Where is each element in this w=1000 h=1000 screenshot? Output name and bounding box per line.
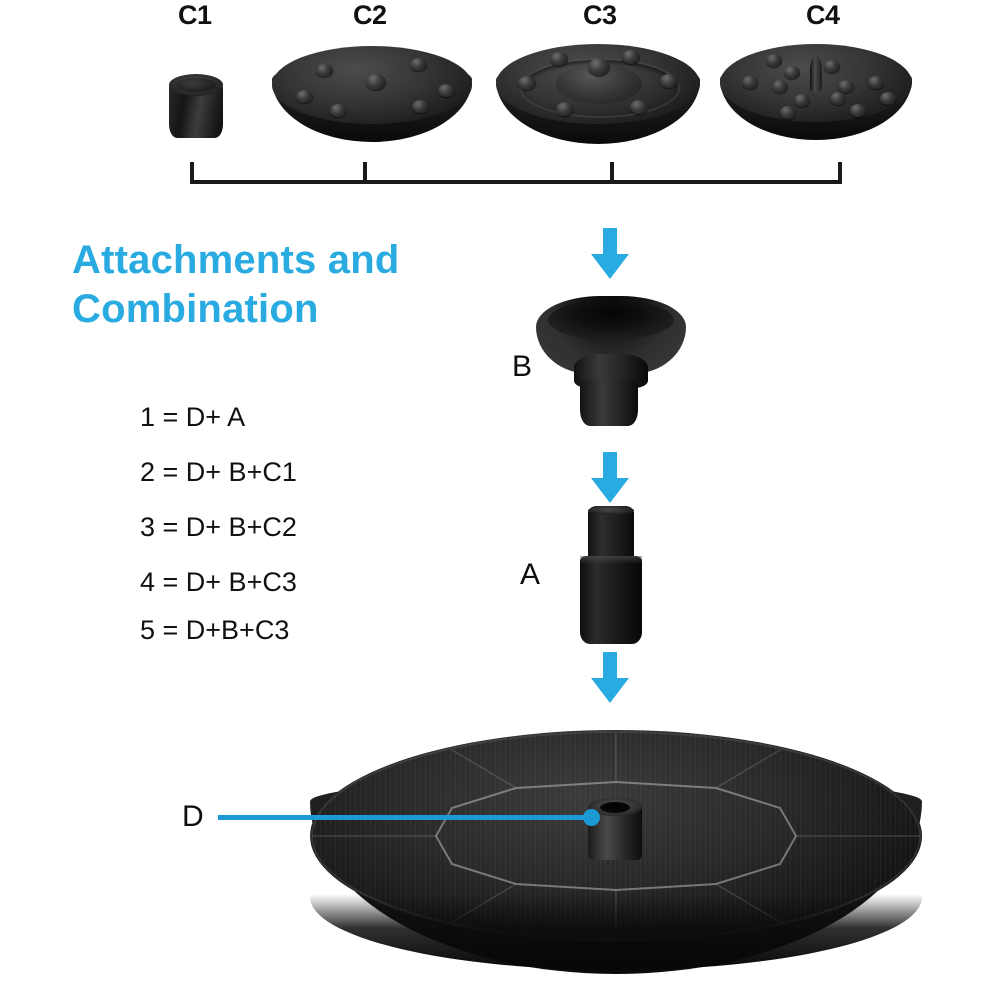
combination-list: 1 = D+ A 2 = D+ B+C1 3 = D+ B+C2 4 = D+ … — [140, 404, 400, 644]
nozzle — [660, 74, 678, 88]
list-item: 1 = D+ A — [140, 402, 246, 432]
part-b — [536, 296, 686, 430]
part-d — [306, 726, 928, 984]
list-item: 2 = D+ B+C1 — [140, 457, 297, 487]
nozzle — [766, 54, 782, 67]
nozzle — [824, 60, 840, 73]
nozzle-center — [588, 58, 610, 76]
label-b: B — [512, 350, 533, 383]
nozzle — [316, 64, 333, 77]
nozzle — [622, 50, 640, 64]
nozzle — [794, 94, 810, 107]
nozzle — [784, 66, 800, 79]
label-c1: C1 — [178, 0, 212, 30]
parts-bracket — [186, 162, 848, 186]
label-c2: C2 — [353, 0, 387, 30]
nozzle — [880, 92, 896, 105]
page-title: Attachments and Combination — [72, 238, 400, 331]
nozzle — [742, 76, 758, 89]
nozzle — [330, 104, 347, 117]
arrow-down-icon — [588, 650, 632, 706]
nozzle — [296, 90, 313, 103]
list-item: 3 = D+ B+C2 — [140, 512, 297, 542]
part-c3 — [494, 38, 702, 148]
list-item: 5 = D+B+C3 — [140, 615, 290, 645]
part-a — [578, 506, 646, 646]
nozzle — [412, 100, 429, 113]
arrow-down-icon — [588, 226, 632, 282]
nozzle — [780, 106, 796, 119]
part-c2 — [270, 42, 474, 146]
nozzle — [868, 76, 884, 89]
label-d: D — [182, 800, 204, 833]
nozzle — [518, 76, 536, 90]
part-c1 — [167, 74, 225, 142]
leader-line-d — [218, 815, 596, 820]
label-a: A — [520, 558, 541, 591]
list-item: 4 = D+ B+C3 — [140, 567, 297, 597]
nozzle — [830, 92, 846, 105]
nozzle — [438, 84, 455, 97]
nozzle — [838, 80, 854, 93]
arrow-down-icon — [588, 450, 632, 506]
nozzle — [550, 52, 568, 66]
nozzle — [630, 100, 648, 114]
part-c4 — [718, 40, 914, 144]
nozzle — [366, 74, 386, 90]
nozzle — [410, 58, 427, 71]
leader-dot-d — [583, 809, 600, 826]
label-c4: C4 — [806, 0, 840, 30]
nozzle — [556, 102, 574, 116]
nozzle — [850, 104, 866, 117]
nozzle — [772, 80, 788, 93]
label-c3: C3 — [583, 0, 617, 30]
